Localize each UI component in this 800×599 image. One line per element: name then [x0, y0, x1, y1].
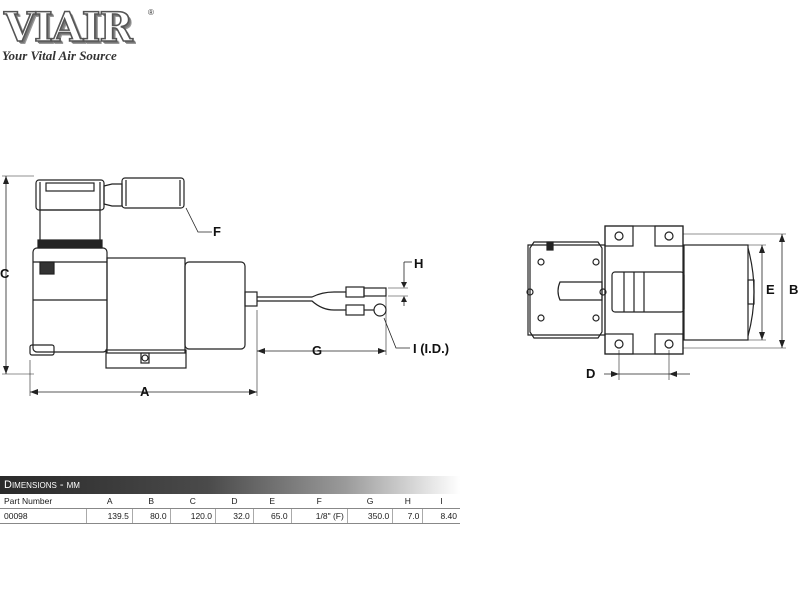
- end-motor: [683, 244, 749, 341]
- logo-wordmark: VIAIR: [3, 4, 133, 51]
- col-header: E: [253, 494, 292, 509]
- leader-f: [185, 207, 212, 233]
- table-cell: 1/8" (F): [290, 508, 348, 524]
- leader-i: [383, 317, 410, 349]
- table-cell: 350.0: [346, 508, 393, 524]
- filter-body: [611, 271, 685, 313]
- intake-filter: [121, 177, 185, 209]
- fitting: [103, 183, 123, 207]
- ring-terminal: [373, 303, 387, 317]
- col-header: I: [422, 494, 460, 509]
- col-header: G: [347, 494, 393, 509]
- table-cell: 65.0: [252, 508, 292, 524]
- label-g: G: [312, 343, 323, 358]
- cylinder: [39, 209, 101, 243]
- col-header: Part Number: [0, 494, 87, 509]
- col-header: A: [86, 494, 133, 509]
- col-header: D: [215, 494, 254, 509]
- table-row: 00098 139.5 80.0 120.0 32.0 65.0 1/8" (F…: [0, 508, 460, 524]
- table-cell: 7.0: [392, 508, 423, 524]
- piston-rod: [557, 281, 603, 301]
- dimensions-table: Dimensions - mm Part Number A B C D E F …: [0, 476, 460, 524]
- viair-logo: VIAIR ® Your Vital Air Source: [0, 4, 160, 66]
- end-view: [526, 225, 786, 380]
- mounting-flange: [604, 225, 684, 355]
- label-c: C: [0, 266, 10, 281]
- table-cell: 00098: [0, 508, 87, 524]
- motor-housing: [106, 257, 186, 354]
- mounting-base: [105, 349, 187, 369]
- label-i: I (I.D.): [413, 341, 450, 356]
- motor-end-cap: [244, 291, 258, 307]
- label-d: D: [586, 366, 596, 381]
- table-cell: 8.40: [422, 508, 460, 524]
- label-f: F: [213, 224, 221, 239]
- registered-mark: ®: [148, 8, 154, 17]
- logo-tagline: Your Vital Air Source: [2, 48, 117, 63]
- head-plate: [527, 244, 606, 336]
- ring-terminal-crimp: [345, 304, 365, 316]
- table-cell: 32.0: [215, 508, 254, 524]
- col-header: F: [291, 494, 348, 509]
- table-header-row: Part Number A B C D E F G H I: [0, 494, 460, 509]
- label-b: B: [789, 282, 799, 297]
- label-e: E: [766, 282, 775, 297]
- dimensions-grid: Part Number A B C D E F G H I 00098 139.…: [0, 494, 460, 524]
- side-view: [2, 175, 412, 396]
- crankcase-bolt: [39, 261, 55, 275]
- table-cell: 139.5: [86, 508, 133, 524]
- col-header: H: [392, 494, 423, 509]
- table-cell: 80.0: [131, 508, 171, 524]
- table-cell: 120.0: [169, 508, 216, 524]
- motor-can: [184, 261, 246, 350]
- spade-terminal: [345, 286, 365, 298]
- label-a: A: [140, 384, 150, 399]
- wire-bottom: [257, 300, 346, 311]
- table-title: Dimensions - mm: [0, 476, 460, 494]
- col-header: C: [170, 494, 216, 509]
- wire-top: [257, 291, 346, 298]
- label-h: H: [414, 256, 424, 271]
- col-header: B: [132, 494, 171, 509]
